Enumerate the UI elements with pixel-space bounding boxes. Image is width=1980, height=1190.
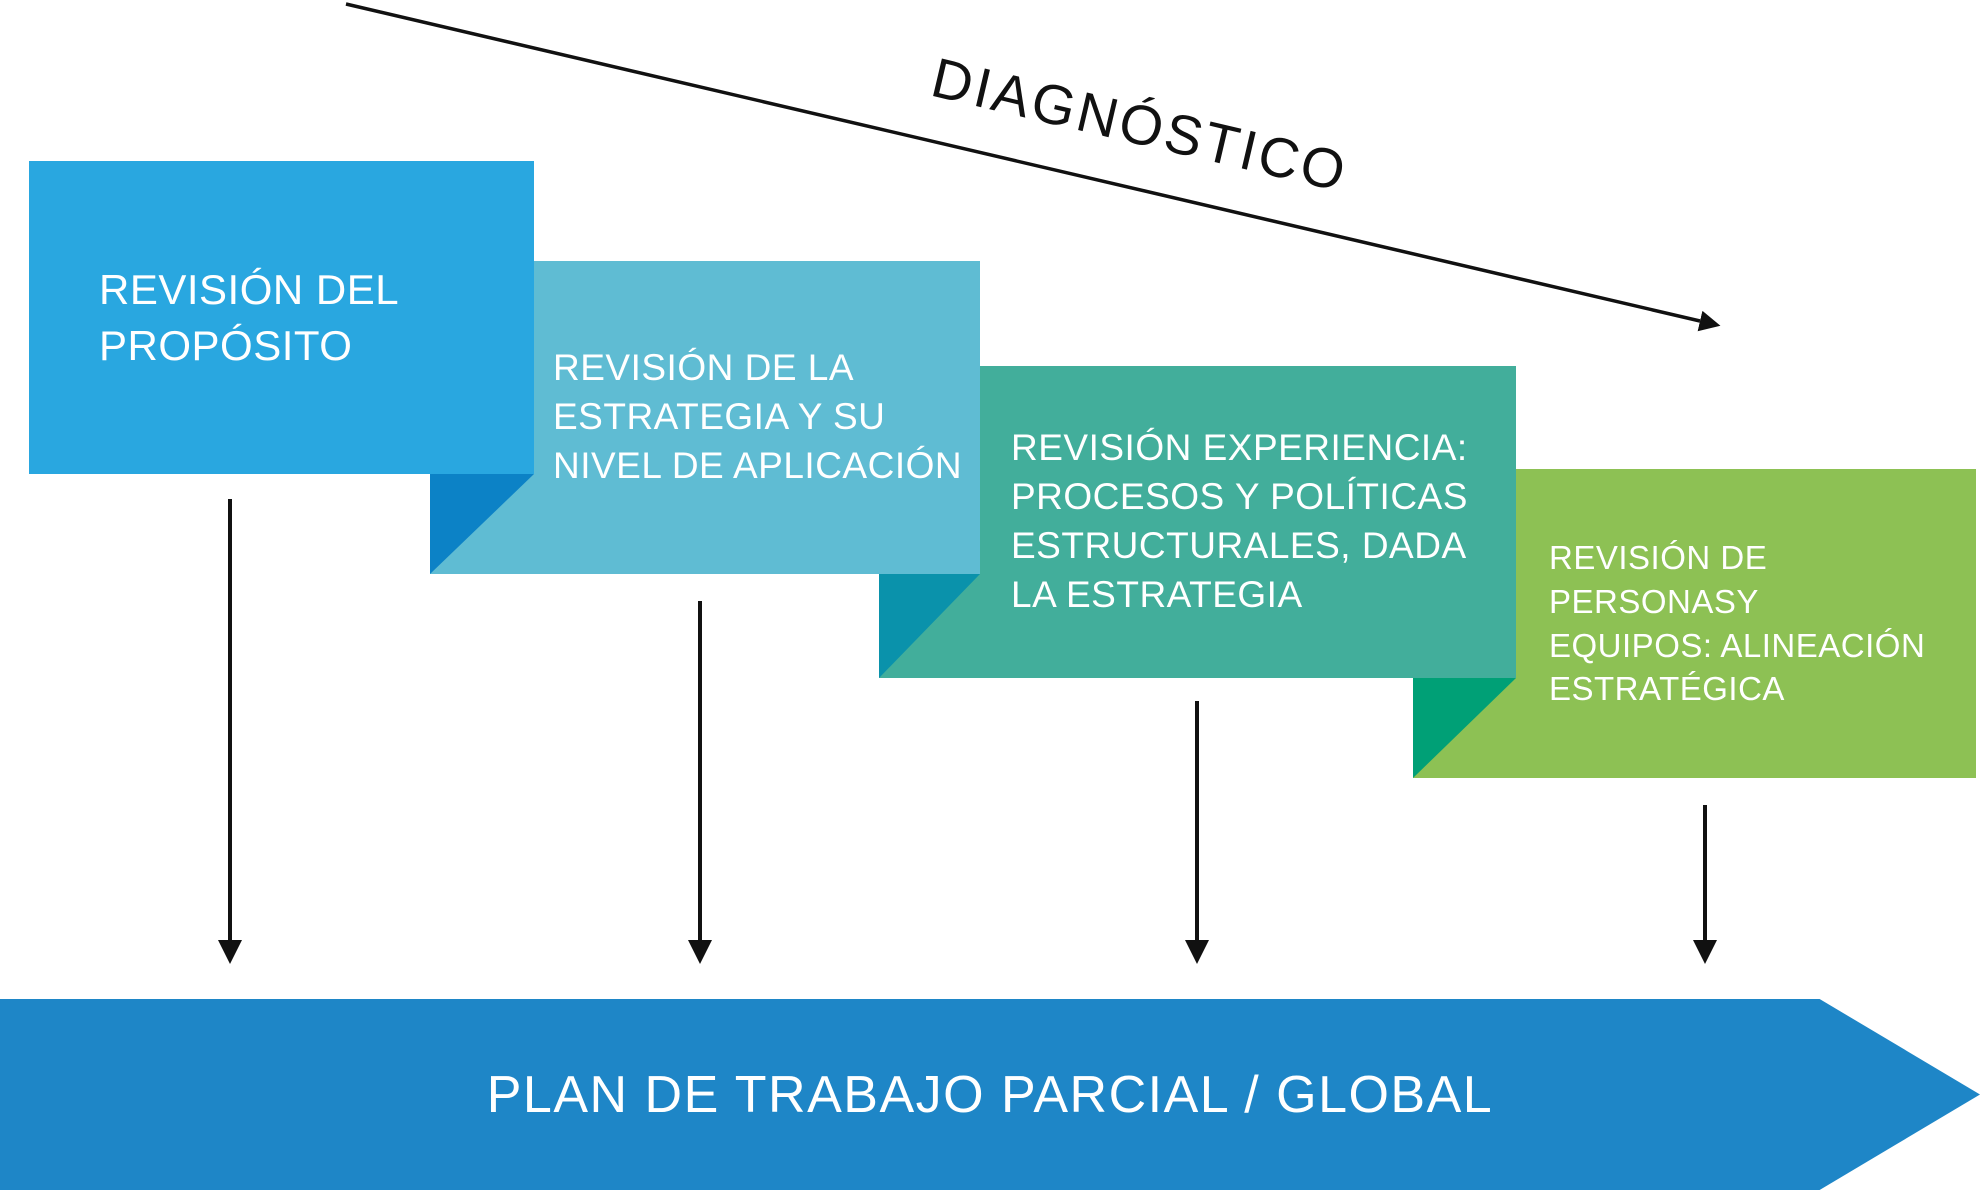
step-box-2: REVISIÓN DE LA ESTRATEGIA Y SU NIVEL DE … (430, 261, 980, 574)
step-box-2-label: REVISIÓN DE LA ESTRATEGIA Y SU NIVEL DE … (553, 347, 963, 486)
step-box-4-label: REVISIÓN DE PERSONASY EQUIPOS: ALINEACIÓ… (1549, 539, 1926, 708)
plan-arrow-label: PLAN DE TRABAJO PARCIAL / GLOBAL (486, 1065, 1494, 1124)
step-box-1: REVISIÓN DEL PROPÓSITO (29, 161, 534, 474)
step-box-3: REVISIÓN EXPERIENCIA: PROCESOS Y POLÍTIC… (879, 366, 1516, 678)
step-box-1-label: REVISIÓN DEL PROPÓSITO (99, 266, 400, 369)
diagnostico-label: DIAGNÓSTICO (925, 45, 1355, 204)
step-box-3-label: REVISIÓN EXPERIENCIA: PROCESOS Y POLÍTIC… (1011, 427, 1468, 615)
plan-arrow: PLAN DE TRABAJO PARCIAL / GLOBAL (0, 999, 1980, 1190)
